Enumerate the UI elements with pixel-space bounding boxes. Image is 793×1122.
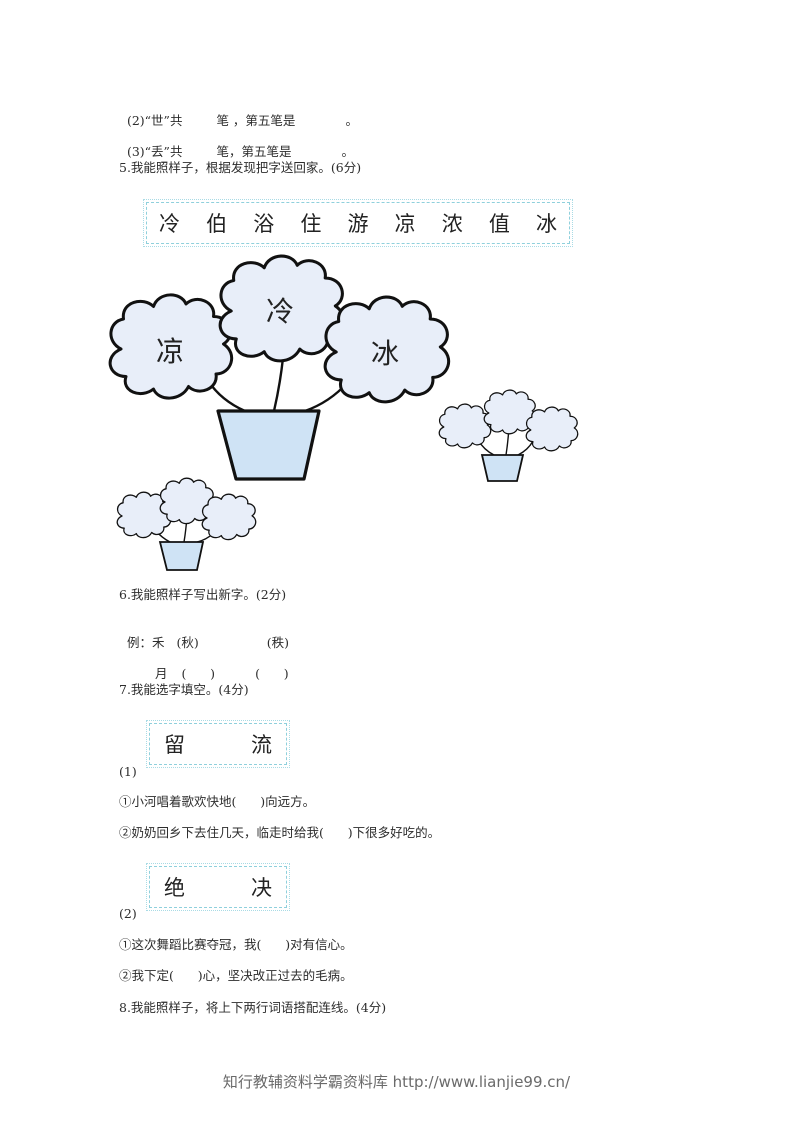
item-number: (3) [126, 144, 145, 159]
word-bank-char[interactable]: 冷 [159, 212, 180, 236]
example-label: 例：禾 [126, 635, 165, 650]
choice-char[interactable]: 流 [251, 733, 272, 757]
flower-char: 冷 [266, 295, 294, 328]
word-bank-char[interactable]: 值 [488, 212, 510, 236]
q6-example-row: 例：禾 (秋) (秩) [119, 619, 289, 651]
choice-char[interactable]: 绝 [164, 876, 185, 900]
q5-title: 5.我能照样子，根据发现把字送回家。(6分) [119, 160, 362, 175]
choice-char[interactable]: 留 [164, 733, 185, 757]
word-bank-char[interactable]: 浴 [253, 212, 275, 236]
example-answer: (秩) [266, 635, 289, 650]
choice-box-1: 留 流 [146, 720, 290, 768]
footer-watermark: 知行教辅资料学霸资料库 http://www.lianjie99.cn/ [222, 1073, 571, 1091]
word-bank-char[interactable]: 游 [347, 212, 369, 236]
word-bank-char[interactable]: 凉 [394, 212, 416, 236]
q7-sentence[interactable]: ①这次舞蹈比赛夺冠，我( )对有信心。 [119, 937, 353, 952]
group-label: (2) [119, 906, 137, 921]
word-bank-box: 冷 伯 浴 住 游 凉 浓 值 冰 [143, 199, 573, 247]
item-text: 笔 ，第五笔是 [216, 113, 296, 128]
period: 。 [341, 144, 354, 159]
period: 。 [345, 113, 358, 128]
q7-title: 7.我能选字填空。(4分) [119, 682, 249, 697]
word-bank-char[interactable]: 住 [300, 212, 322, 236]
base-char: 月 [154, 666, 168, 681]
item-text: 笔，第五笔是 [216, 144, 292, 159]
q6-title: 6.我能照样子写出新字。(2分) [119, 587, 287, 602]
word-bank-char[interactable]: 浓 [441, 212, 463, 236]
q6-exercise-row: 月 ( ) ( ) [147, 650, 289, 682]
flower-char: 冰 [371, 337, 399, 370]
word-bank-char[interactable]: 伯 [206, 212, 228, 236]
example-answer: (秋) [176, 635, 199, 650]
flower-char: 凉 [156, 335, 184, 368]
q7-sentence[interactable]: ②奶奶回乡下去住几天，临走时给我( )下很多好吃的。 [119, 825, 441, 840]
word-bank-char[interactable]: 冰 [536, 212, 557, 236]
q4-item-2: (2)“世”共 笔 ，第五笔是 。 [119, 97, 358, 129]
q7-sentence[interactable]: ①小河唱着歌欢快地( )向远方。 [119, 794, 316, 809]
item-number: (2) [126, 113, 145, 128]
q7-sentence[interactable]: ②我下定( )心，坚决改正过去的毛病。 [119, 968, 353, 983]
q8-title: 8.我能照样子，将上下两行词语搭配连线。(4分) [119, 1000, 387, 1015]
item-char: “世”共 [144, 113, 183, 128]
answer-blank[interactable]: ( ) [255, 666, 289, 681]
item-char: “丢”共 [144, 144, 183, 159]
answer-blank[interactable]: ( ) [181, 666, 216, 681]
small-flower-pot-left[interactable] [116, 477, 257, 571]
q4-item-3: (3)“丢”共 笔，第五笔是 。 [119, 128, 354, 160]
group-label: (1) [119, 764, 137, 779]
choice-box-2: 绝 决 [146, 863, 290, 911]
choice-char[interactable]: 决 [251, 876, 272, 900]
small-flower-pot-right[interactable] [438, 389, 579, 482]
